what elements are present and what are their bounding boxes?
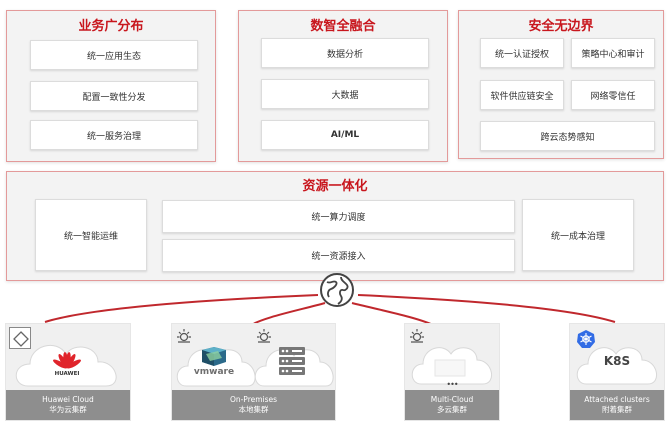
ai-ml-card[interactable]: AI/ML xyxy=(261,120,429,150)
attached-clusters-cluster[interactable]: K8S Attached clusters 附着集群 xyxy=(569,323,665,421)
security-panel: 安全无边界 统一认证授权 策略中心和审计 软件供应链安全 网络零信任 跨云态势感… xyxy=(458,10,664,159)
cloud-icon xyxy=(411,347,492,385)
zero-trust-network-card[interactable]: 网络零信任 xyxy=(571,80,655,110)
on-premises-name-en: On-Premises xyxy=(229,395,278,404)
big-data-card[interactable]: 大数据 xyxy=(261,79,429,109)
resource-integration-title: 资源一体化 xyxy=(302,179,368,194)
huawei-cloud-name-zh: 华为云集群 xyxy=(49,405,87,414)
huawei-logo-icon: HUAWEI xyxy=(44,350,90,380)
multi-cloud-cluster[interactable]: ••• Multi-Cloud 多云集群 xyxy=(404,323,500,421)
supply-chain-security-card[interactable]: 软件供应链安全 xyxy=(480,80,564,110)
unified-compute-scheduling-card[interactable]: 统一算力调度 xyxy=(162,200,515,233)
unified-smart-ops-card[interactable]: 统一智能运维 xyxy=(35,199,147,271)
huawei-cloud-cluster[interactable]: HUAWEI Huawei Cloud 华为云集群 xyxy=(5,323,131,421)
security-title: 安全无边界 xyxy=(528,19,594,34)
business-distribution-title: 业务广分布 xyxy=(78,19,144,34)
on-premises-label: On-Premises 本地集群 xyxy=(172,390,335,420)
data-intelligence-title: 数智全融合 xyxy=(310,19,376,34)
cloud-icon xyxy=(576,347,657,385)
config-consistency-card[interactable]: 配置一致性分发 xyxy=(30,81,198,111)
sun-settings-icon xyxy=(255,327,273,345)
sun-settings-icon xyxy=(408,327,426,345)
resource-integration-panel: 资源一体化 统一智能运维 统一算力调度 统一资源接入 统一成本治理 xyxy=(6,171,664,281)
server-icon xyxy=(278,346,306,376)
unified-app-ecosystem-card[interactable]: 统一应用生态 xyxy=(30,40,198,70)
attached-clusters-name-zh: 附着集群 xyxy=(602,405,632,414)
multi-cloud-dots: ••• xyxy=(446,380,458,389)
huawei-cloud-label: Huawei Cloud 华为云集群 xyxy=(6,390,130,420)
unified-resource-access-card[interactable]: 统一资源接入 xyxy=(162,239,515,272)
kubernetes-icon xyxy=(576,329,596,349)
on-premises-name-zh: 本地集群 xyxy=(238,405,269,414)
data-analysis-card[interactable]: 数据分析 xyxy=(261,38,429,68)
huawei-logo-text: HUAWEI xyxy=(54,371,80,377)
data-intelligence-panel: 数智全融合 数据分析 大数据 AI/ML xyxy=(238,10,448,162)
multi-cloud-label: Multi-Cloud 多云集群 xyxy=(405,390,499,420)
unified-service-governance-card[interactable]: 统一服务治理 xyxy=(30,120,198,150)
huawei-cloud-name-en: Huawei Cloud xyxy=(42,395,94,404)
frame-corners-icon xyxy=(9,327,31,349)
attached-clusters-name-en: Attached clusters xyxy=(584,395,650,404)
cross-cloud-awareness-card[interactable]: 跨云态势感知 xyxy=(480,121,655,151)
on-premises-cluster[interactable]: vmware On-Premises 本地集群 xyxy=(171,323,336,421)
multi-cloud-name-zh: 多云集群 xyxy=(437,405,467,414)
unified-cost-governance-card[interactable]: 统一成本治理 xyxy=(522,199,634,271)
attached-clusters-label: Attached clusters 附着集群 xyxy=(570,390,664,420)
policy-audit-card[interactable]: 策略中心和审计 xyxy=(571,38,655,68)
business-distribution-panel: 业务广分布 统一应用生态 配置一致性分发 统一服务治理 xyxy=(6,10,216,162)
globe-icon xyxy=(319,272,355,308)
unified-auth-card[interactable]: 统一认证授权 xyxy=(480,38,564,68)
multi-cloud-name-en: Multi-Cloud xyxy=(430,395,474,404)
k8s-logo-text: K8S xyxy=(603,354,631,368)
vmware-logo-icon: vmware xyxy=(188,346,240,382)
sun-settings-icon xyxy=(175,327,193,345)
vmware-logo-text: vmware xyxy=(193,367,235,377)
